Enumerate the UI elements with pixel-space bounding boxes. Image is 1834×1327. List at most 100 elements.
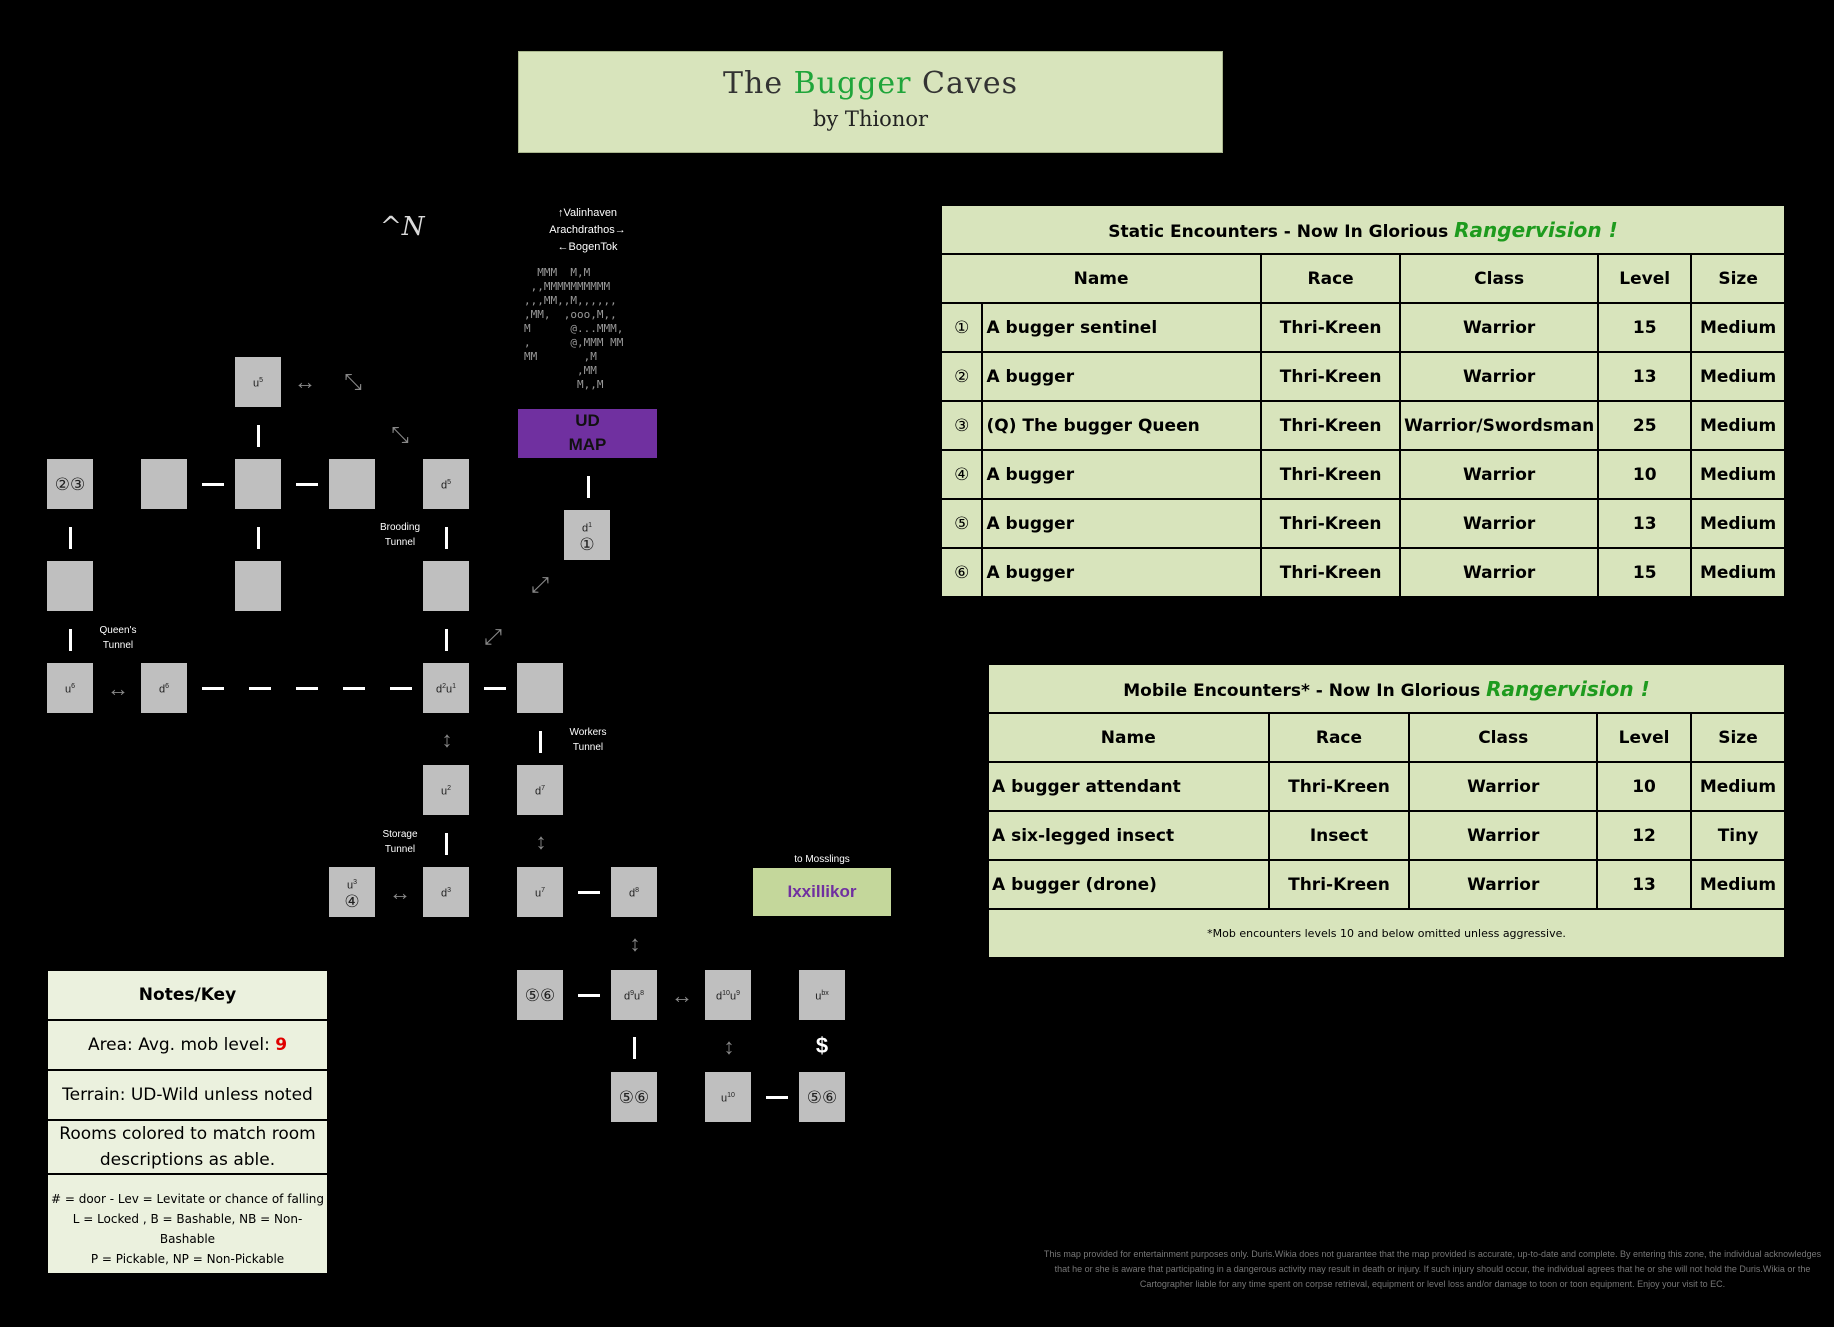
room-label: u3 (346, 879, 358, 892)
static-encounters-table: Static Encounters - Now In Glorious Rang… (939, 204, 1786, 598)
room-label: u2 (440, 784, 452, 798)
room-u6[interactable]: u6 (47, 663, 93, 713)
connector-horizontal (343, 687, 365, 690)
notes-title: Notes/Key (47, 970, 328, 1020)
room-d10u9[interactable]: d10u9 (705, 970, 751, 1020)
room-center[interactable] (235, 459, 281, 509)
room-label: ubx (815, 989, 829, 1003)
dir-arachdrathos: Arachdrathos→ (549, 224, 626, 236)
room-u7[interactable]: u7 (517, 867, 563, 917)
cell-level: 13 (1597, 351, 1693, 402)
connector-vertical (445, 527, 448, 549)
room-ubx[interactable]: ubx (799, 970, 845, 1020)
cell-level: 15 (1597, 302, 1693, 353)
static-table-title: Static Encounters - Now In Glorious Rang… (940, 204, 1786, 255)
room-workers-entry[interactable] (517, 663, 563, 713)
cell-class: Warrior (1408, 761, 1599, 812)
connector-horizontal (484, 687, 506, 690)
room-label: d3 (440, 886, 452, 900)
ud-directions: ↑Valinhaven Arachdrathos→ ←BogenTok (530, 205, 645, 256)
room-label: u7 (534, 886, 546, 900)
header-class: Class (1399, 253, 1600, 304)
arrow-diagonal-icon: ⤢ (484, 624, 502, 649)
map-title: The Bugger Caves (519, 66, 1222, 101)
mobile-table-title: Mobile Encounters* - Now In Glorious Ran… (987, 663, 1786, 714)
connector-vertical (257, 527, 260, 549)
room-mob-marker: ④ (344, 891, 360, 911)
room-mobs-2-3[interactable]: ②③ (47, 459, 93, 509)
room-u3[interactable]: u3 ④ (329, 867, 375, 917)
arrow-horizontal-icon: ↔ (389, 880, 411, 905)
room-u10[interactable]: u10 (705, 1072, 751, 1122)
cell-num: ① (939, 302, 984, 353)
room-mobs-5-6-a[interactable]: ⑤⑥ (517, 970, 563, 1020)
room-d3[interactable]: d3 (423, 867, 469, 917)
dir-valinhaven: ↑Valinhaven (557, 207, 618, 219)
connector-vertical (633, 1037, 636, 1059)
room-label: d7 (534, 784, 546, 798)
room-d8[interactable]: d8 (611, 867, 657, 917)
room-ixxillikor[interactable]: Ixxillikor (753, 868, 891, 916)
connector-vertical (445, 833, 448, 855)
cell-name: A bugger attendant (987, 761, 1270, 812)
arrow-horizontal-icon: ↔ (671, 983, 693, 1008)
arrow-vertical-icon: ↕ (723, 1034, 735, 1059)
notes-rooms-colored: Rooms colored to match room descriptions… (47, 1120, 328, 1174)
room-u2[interactable]: u2 (423, 765, 469, 815)
connector-vertical (257, 425, 260, 447)
cell-num: ③ (939, 400, 984, 451)
room-d6[interactable]: d6 (141, 663, 187, 713)
room-d1[interactable]: d1 ① (564, 510, 610, 560)
room-label: d6 (158, 682, 170, 696)
room-brooding[interactable] (423, 561, 469, 611)
connector-horizontal (249, 687, 271, 690)
header-size: Size (1690, 253, 1786, 304)
room-label: u5 (252, 376, 264, 390)
room-queen-west[interactable] (47, 561, 93, 611)
room-south-center[interactable] (235, 561, 281, 611)
room-label: d10u9 (716, 989, 740, 1003)
cell-num: ⑥ (939, 547, 984, 598)
room-west[interactable] (141, 459, 187, 509)
room-label: d8 (628, 886, 640, 900)
arrow-diagonal-icon: ⤡ (391, 422, 409, 447)
cell-race: Thri-Kreen (1260, 302, 1402, 353)
room-d9u8[interactable]: d9u8 (611, 970, 657, 1020)
room-mobs-5-6-b[interactable]: ⑤⑥ (611, 1072, 657, 1122)
arrow-vertical-icon: ↕ (629, 931, 641, 956)
cell-class: Warrior/Swordsman (1399, 400, 1600, 451)
arrow-horizontal-icon: ↔ (107, 676, 129, 701)
notes-terrain: Terrain: UD-Wild unless noted (47, 1070, 328, 1120)
ud-map-button[interactable]: UD MAP (518, 409, 657, 458)
cell-race: Thri-Kreen (1260, 547, 1402, 598)
cell-race: Thri-Kreen (1260, 351, 1402, 402)
room-d2u1[interactable]: d2u1 (423, 663, 469, 713)
cell-num: ④ (939, 449, 984, 500)
cell-class: Warrior (1399, 547, 1600, 598)
room-d5[interactable]: d5 (423, 459, 469, 509)
cell-name: A bugger (981, 351, 1263, 402)
connector-horizontal (578, 994, 600, 997)
ascii-map-line: ,,MMMMMMMMMM (524, 280, 611, 293)
cell-size: Tiny (1689, 810, 1787, 861)
dir-bogentok: ←BogenTok (557, 241, 618, 253)
cell-size: Medium (1690, 498, 1786, 549)
title-bugger: Bugger (793, 66, 912, 101)
ud-ascii-map: MMM M,M ,,MMMMMMMMMM,,,MM,,M,,,,,,,MM, ,… (524, 266, 644, 396)
ascii-map-line: M @...MMM, (524, 322, 624, 335)
notes-area-level: Area: Avg. mob level: 9 (47, 1020, 328, 1070)
cell-size: Medium (1690, 449, 1786, 500)
room-mobs-5-6-c[interactable]: ⑤⑥ (799, 1072, 845, 1122)
room-mob-marker: ① (579, 534, 595, 554)
connector-vertical (69, 629, 72, 651)
room-east[interactable] (329, 459, 375, 509)
legend-line: # = door - Lev = Levitate or chance of f… (50, 1192, 325, 1206)
room-u5[interactable]: u5 (235, 357, 281, 407)
room-d7[interactable]: d7 (517, 765, 563, 815)
